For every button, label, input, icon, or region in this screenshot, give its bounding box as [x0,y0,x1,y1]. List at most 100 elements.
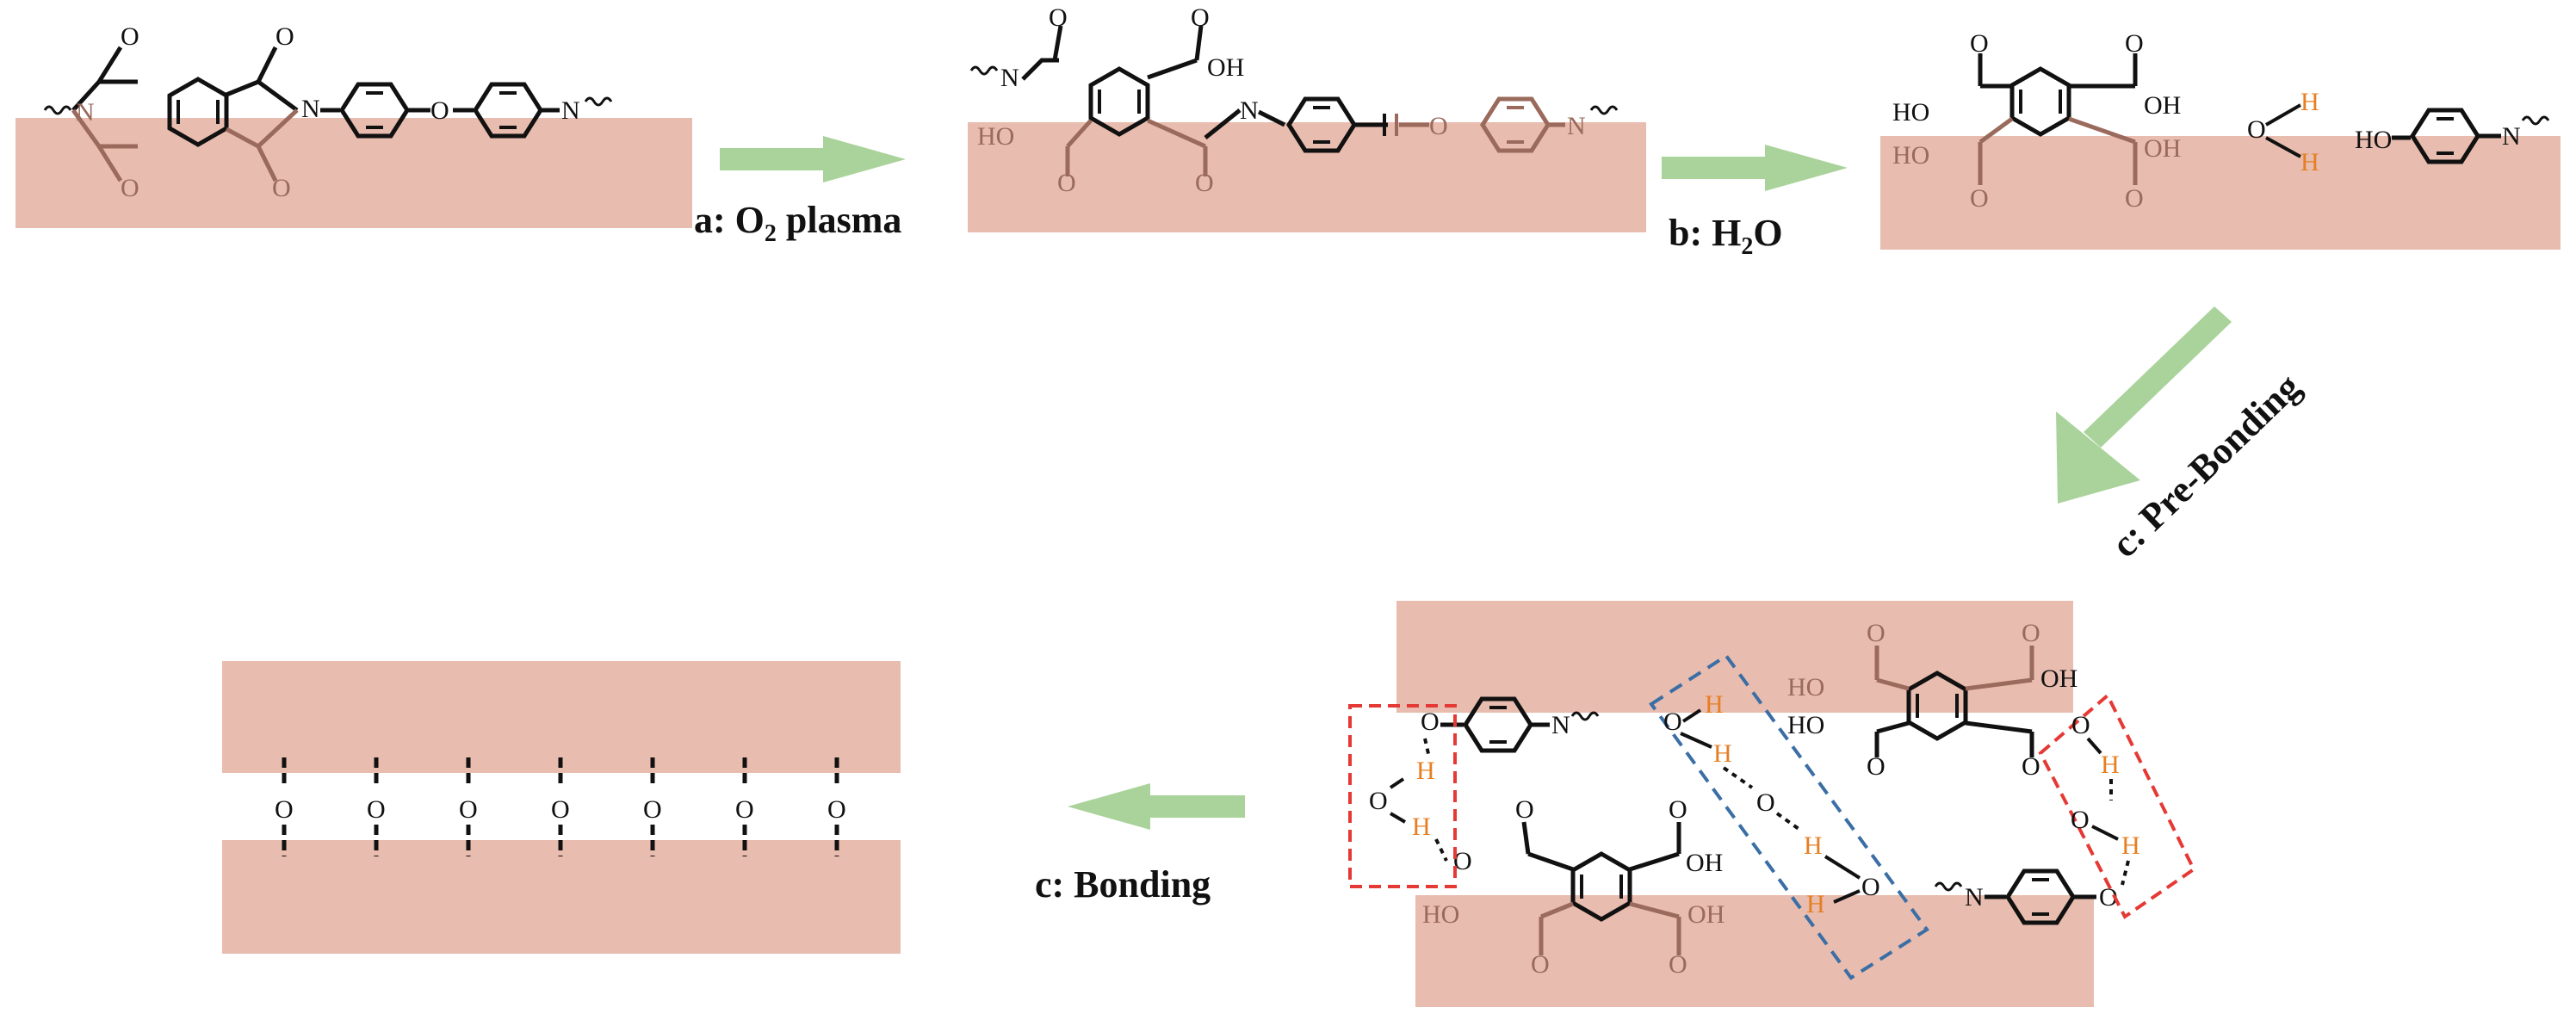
interface-oxygen: O [367,795,386,824]
surface-slab-top [222,661,901,773]
atom-label: O [2099,883,2118,912]
water-oxygen: O [1861,873,1880,901]
interface-bond-link: O [643,757,662,856]
atom-label: N [76,98,95,127]
panel-pre-bonding: O N O HO O OH O HO O O O O OH O [1348,601,2196,1007]
atom-label: HO [2355,126,2392,154]
arrow-step-a [720,136,906,182]
hbond-box-center [1649,653,1929,980]
interface-bond-link: O [275,757,294,856]
atom-label: HO [1422,900,1459,929]
atom-label: HO [1787,711,1824,739]
interface-bond-link: O [459,757,478,856]
atom-label: O [2125,184,2144,213]
atom-label: O [272,174,291,202]
atom-label: O [1867,752,1886,781]
phenylene-ring-icon [1465,699,1531,751]
atom-label: O [1531,950,1550,979]
atom-label: O [1429,112,1448,140]
atom-label: N [1240,96,1259,125]
interface-oxygen: O [827,795,846,824]
water-oxygen: O [2071,711,2090,739]
atom-label: O [121,22,139,51]
atom-label: N [1551,711,1570,739]
atom-label: OH [2040,664,2078,693]
phenylene-ring-icon [342,84,407,136]
atom-label: HO [977,122,1014,151]
panel-hydrolysed: O HO O OH O HO O OH O H H HO N [1880,29,2561,250]
surface-slab [15,118,692,228]
water-hydrogen: H [2101,751,2120,779]
water-oxygen: O [1369,787,1388,815]
atom-label: N [1965,883,1984,912]
atom-label: OH [1686,849,1723,877]
water-oxygen: O [2071,806,2090,834]
atom-label: O [1970,184,1989,213]
water-hydrogen: H [1804,831,1823,860]
atom-label: O [121,174,139,202]
water-hydrogen: H [1412,813,1431,841]
phenylene-ring-icon [475,84,541,136]
surface-slab-top [1396,601,2073,713]
water-hydrogen: H [1806,890,1825,918]
atom-label: O [1057,169,1076,197]
surface-slab-bottom [1415,895,2094,1007]
atom-label: OH [1687,900,1725,929]
interface-oxygen: O [551,795,570,824]
atom-label: O [1195,169,1214,197]
chain-end-icon [969,65,999,76]
atom-label: O [1669,950,1687,979]
atom-label: N [1567,112,1586,140]
interface-bond-link: O [735,757,754,856]
atom-label: OH [2144,91,2181,120]
chain-end-icon [1570,711,1600,721]
arrow-step-b [1662,145,1848,191]
water-oxygen: O [1663,708,1682,736]
atom-label: O [1049,3,1068,32]
atom-label: O [1515,795,1534,824]
interface-bond-link: O [367,757,386,856]
interface-oxygen: O [275,795,294,824]
chain-end-icon [2521,115,2550,126]
hbond-box-left [1348,704,1457,888]
atom-label: O [2022,619,2040,647]
water-hydrogen: H [1713,739,1732,768]
water-hydrogen: H [2300,88,2319,116]
atom-label: O [1453,847,1472,875]
water-oxygen: O [1756,788,1775,817]
water-hydrogen: H [1705,690,1724,719]
panel-polyimide: O O N O O N O N [15,22,692,228]
atom-label: O [1970,29,1989,58]
atom-label: O [2125,29,2144,58]
water-hydrogen: H [2121,831,2140,860]
panel-plasma-treated: N O O OH O HO O N O N [968,3,1646,232]
atom-label: N [301,95,320,123]
surface-slab [968,122,1646,232]
arrow-pre-bonding [2056,306,2232,504]
surface-slab-bottom [222,840,901,954]
step-a-label: a: O2 plasma [694,199,901,247]
benzene-ring-icon [2012,69,2069,134]
atom-label: N [561,96,580,125]
chain-end-icon [584,96,613,107]
interface-oxygen: O [643,795,662,824]
atom-label: O [276,22,294,51]
chain-end-icon [43,105,72,115]
interface-oxygen: O [459,795,478,824]
atom-label: OH [2144,134,2181,163]
interface-oxygen: O [735,795,754,824]
atom-label: O [1669,795,1687,824]
chain-end-icon [1589,105,1619,115]
atom-label: O [2022,752,2040,781]
atom-label: OH [1207,53,1244,82]
water-hydrogen: H [2300,148,2319,176]
hbond-box-right [2038,692,2196,919]
atom-label: HO [1892,141,1929,170]
interface-bond-link: O [827,757,846,856]
step-b-label: b: H2O [1669,212,1783,260]
water-oxygen: O [2247,115,2266,144]
step-bonding-label: c: Bonding [1035,863,1211,905]
water-hydrogen: H [1416,757,1435,785]
